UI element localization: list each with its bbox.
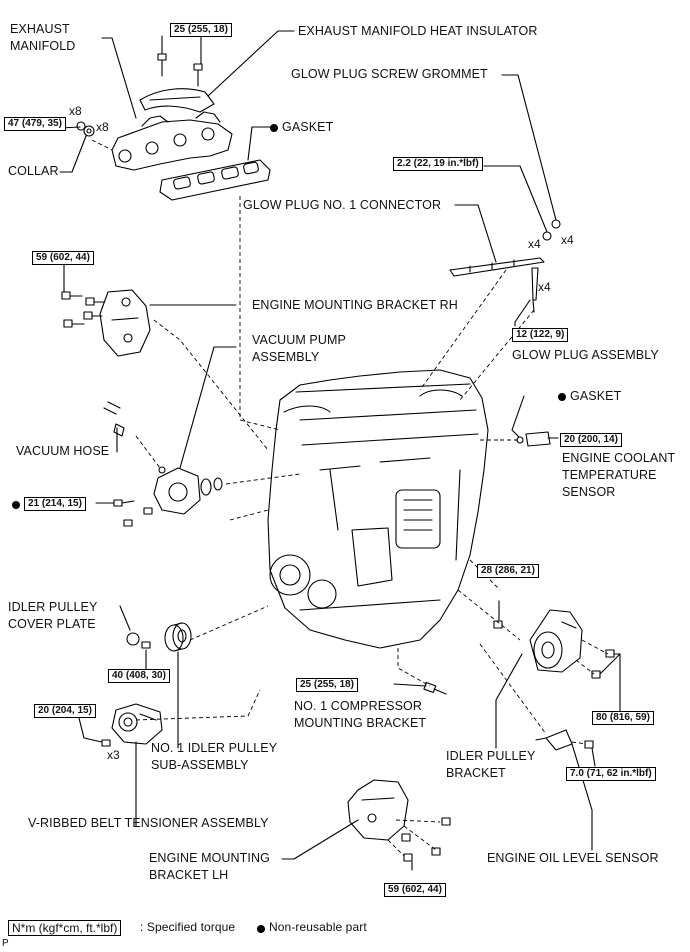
label-glow-plug-screw-grommet: GLOW PLUG SCREW GROMMET [291, 67, 488, 81]
label-coolant-sensor-line2: TEMPERATURE [562, 468, 657, 482]
bracket-rh-shape [99, 289, 151, 357]
label-exhaust-heat-insulator: EXHAUST MANIFOLD HEAT INSULATOR [298, 24, 538, 38]
label-sensor-gasket: GASKET [570, 389, 622, 403]
multiplier-glow-plug: x4 [538, 280, 551, 294]
multiplier-connector: x4 [528, 237, 541, 251]
idler-pulley-shape [164, 622, 192, 652]
heat-insulator-shape [139, 88, 215, 113]
label-exhaust-manifold-line1: EXHAUST [10, 22, 70, 36]
torque-oil-level-sensor: 7.0 (71, 62 in.*lbf) [566, 767, 656, 781]
torque-insulator-bolt: 25 (255, 18) [170, 23, 232, 37]
torque-grommet: 2.2 (22, 19 in.*lbf) [393, 157, 483, 171]
label-bracket-lh-line1: ENGINE MOUNTING [149, 851, 270, 865]
label-coolant-sensor-line3: SENSOR [562, 485, 616, 499]
label-belt-tensioner: V-RIBBED BELT TENSIONER ASSEMBLY [28, 816, 269, 830]
label-vacuum-pump-line1: VACUUM PUMP [252, 333, 346, 347]
torque-bracket-lh: 59 (602, 44) [384, 883, 446, 897]
torque-vacuum-pump: 21 (214, 15) [24, 497, 86, 511]
exhaust-manifold-shape [111, 111, 233, 171]
insulator-bolts [157, 53, 203, 87]
label-collar: COLLAR [8, 164, 59, 178]
torque-idler-cover: 40 (408, 30) [108, 669, 170, 683]
label-idler-pulley-bracket-line1: IDLER PULLEY [446, 749, 536, 763]
compressor-bracket-bolt [423, 681, 447, 695]
label-exhaust-gasket: GASKET [282, 120, 334, 134]
torque-compressor-bracket: 25 (255, 18) [296, 678, 358, 692]
label-glow-plug-connector: GLOW PLUG NO. 1 CONNECTOR [243, 198, 442, 212]
oil-level-sensor-shape [535, 729, 573, 751]
legend-non-reusable-text: Non-reusable part [269, 920, 367, 934]
legend-non-reusable-dot [257, 925, 265, 933]
leader-lines [59, 30, 621, 871]
torque-manifold-nut: 47 (479, 35) [4, 117, 66, 131]
label-vacuum-hose: VACUUM HOSE [16, 444, 110, 458]
label-idler-cover-plate-line1: IDLER PULLEY [8, 600, 98, 614]
torque-glow-plug: 12 (122, 9) [512, 328, 569, 342]
vacuum-hose-shape [103, 401, 121, 415]
multiplier-collar: x8 [96, 120, 109, 134]
label-oil-level-sensor: ENGINE OIL LEVEL SENSOR [487, 851, 659, 865]
label-glow-plug-assembly: GLOW PLUG ASSEMBLY [512, 348, 659, 362]
torque-idler-bracket: 80 (816, 59) [592, 711, 654, 725]
label-compressor-bracket-line1: NO. 1 COMPRESSOR [294, 699, 423, 713]
corner-mark: P [2, 938, 9, 949]
non-reusable-marker-sensor-gasket [558, 393, 566, 401]
torque-bracket-rh: 59 (602, 44) [32, 251, 94, 265]
legend-torque-text: : Specified torque [140, 920, 236, 934]
label-vacuum-pump-line2: ASSEMBLY [252, 350, 320, 364]
coolant-sensor-shape [516, 431, 557, 447]
idler-bracket-shape [529, 609, 583, 673]
multiplier-grommet: x4 [561, 233, 574, 247]
multiplier-manifold-nut: x8 [69, 104, 82, 118]
label-compressor-bracket-line2: MOUNTING BRACKET [294, 716, 427, 730]
label-bracket-rh: ENGINE MOUNTING BRACKET RH [252, 298, 458, 312]
engine-block-shape [267, 369, 489, 649]
non-reusable-marker-exhaust-gasket [270, 124, 278, 132]
vacuum-pump-bolts [113, 499, 153, 527]
label-coolant-sensor-line1: ENGINE COOLANT [562, 451, 676, 465]
bracket-lh-bolts [401, 817, 451, 862]
exhaust-gasket-shape [159, 159, 271, 201]
cover-plate-shape [126, 632, 140, 646]
tensioner-shape [111, 703, 163, 745]
vacuum-pump-shape [153, 466, 201, 515]
bracket-lh-shape [347, 779, 409, 841]
label-bracket-lh-line2: BRACKET LH [149, 868, 229, 882]
torque-coolant-sensor: 20 (200, 14) [560, 433, 622, 447]
label-idler-sub-assembly-line2: SUB-ASSEMBLY [151, 758, 249, 772]
multiplier-tensioner-bolt: x3 [107, 748, 120, 762]
non-reusable-marker-vacuum-pump [12, 501, 20, 509]
label-idler-cover-plate-line2: COVER PLATE [8, 617, 96, 631]
label-idler-pulley-bracket-line2: BRACKET [446, 766, 506, 780]
label-exhaust-manifold-line2: MANIFOLD [10, 39, 76, 53]
glow-plug-connector-shape [449, 257, 545, 277]
label-idler-sub-assembly-line1: NO. 1 IDLER PULLEY [151, 741, 278, 755]
bracket-rh-bolts [61, 291, 105, 328]
legend-torque-box: N*m (kgf*cm, ft.*lbf) [8, 920, 122, 936]
torque-idler-pulley-bracket-bolt: 28 (286, 21) [477, 564, 539, 578]
torque-tensioner: 20 (204, 15) [34, 704, 96, 718]
